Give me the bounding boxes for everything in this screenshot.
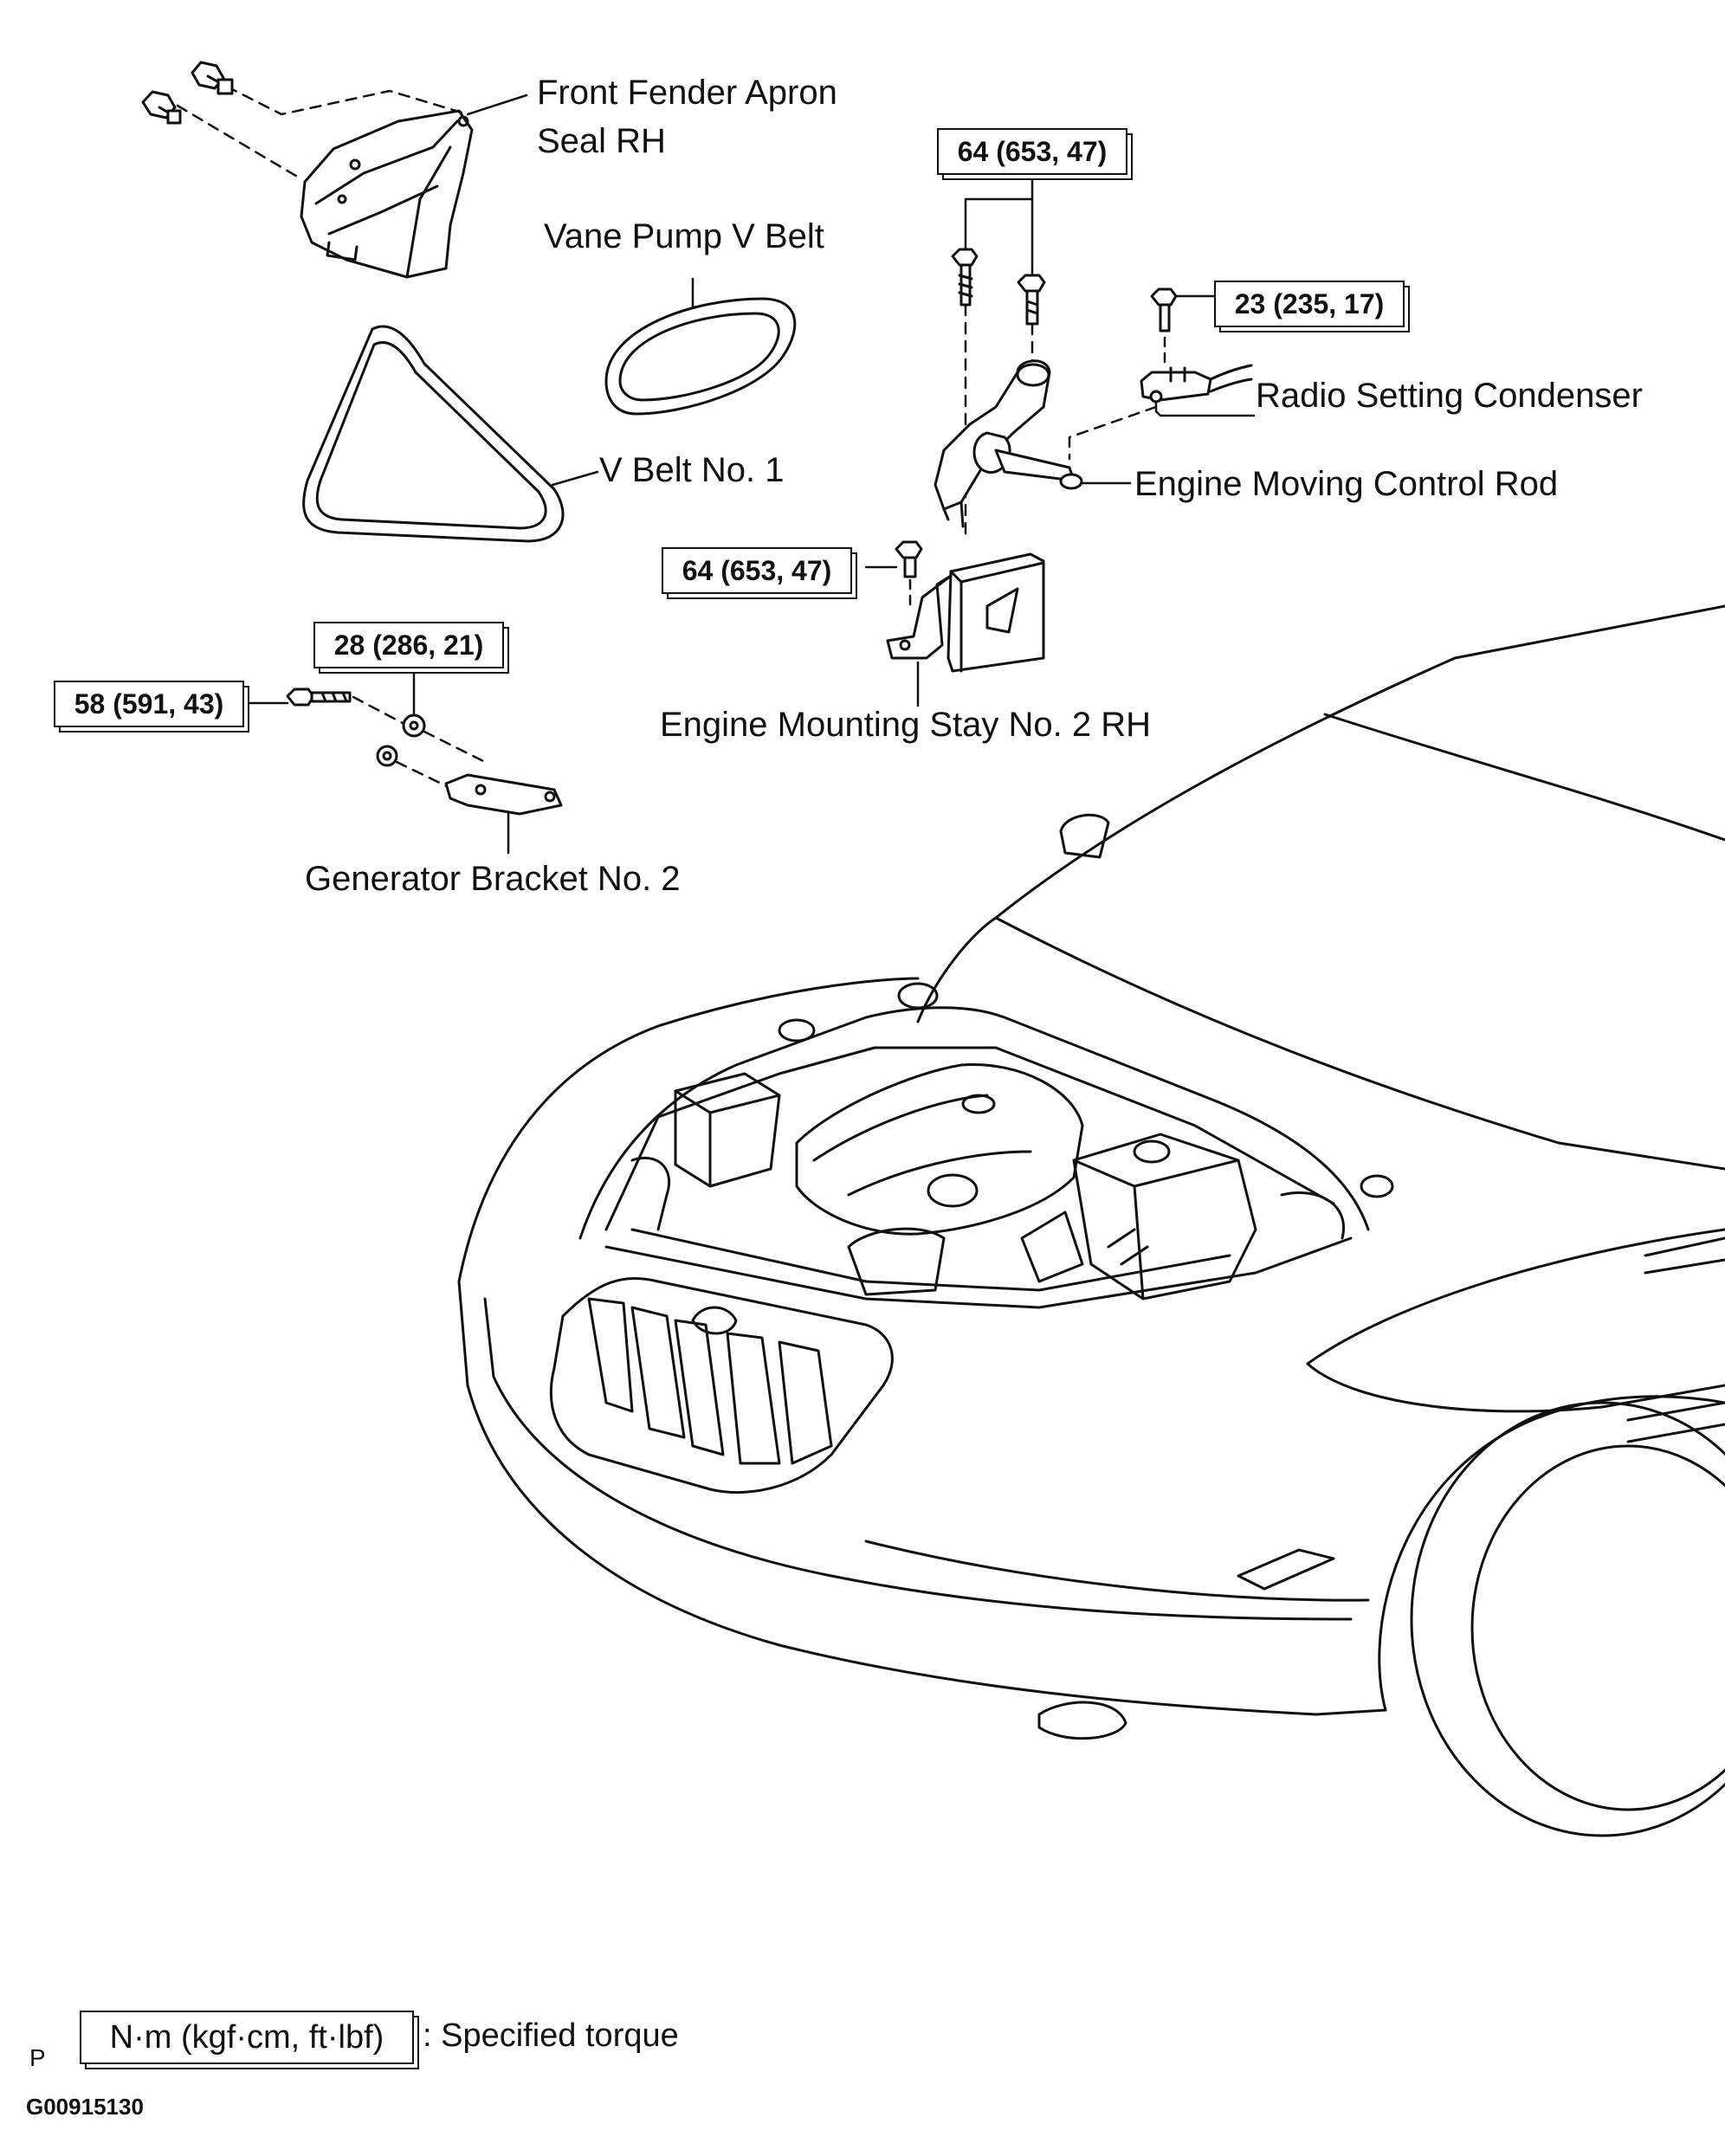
torque-box-condenser: 23 (235, 17) <box>1214 281 1405 327</box>
legend-unit-box: N·m (kgf·cm, ft·lbf) <box>80 2011 414 2064</box>
control-rod-part <box>934 359 1132 528</box>
label-v-belt-no1: V Belt No. 1 <box>599 451 785 489</box>
engine-compartment <box>578 982 1394 1309</box>
label-vane-pump-belt: Vane Pump V Belt <box>544 217 824 255</box>
torque-box-bracket-nut: 28 (286, 21) <box>313 622 504 668</box>
label-fender-apron-line1: Front Fender Apron <box>537 74 837 112</box>
torque-box-mounting-stay: 64 (653, 47) <box>662 547 852 594</box>
figure-id: G00915130 <box>26 2094 144 2120</box>
vane-pump-belt-part <box>604 277 797 416</box>
torque-box-bracket-bolt: 58 (591, 43) <box>54 681 244 727</box>
label-fender-apron-line2: Seal RH <box>537 122 666 160</box>
label-generator-bracket: Generator Bracket No. 2 <box>305 860 681 898</box>
label-control-rod: Engine Moving Control Rod <box>1134 465 1559 503</box>
fender-apron-seal-part <box>176 85 528 279</box>
front-grille <box>549 1276 894 1494</box>
radio-condenser-part <box>1068 287 1256 461</box>
mounting-stay-part <box>864 540 1045 707</box>
generator-bracket-part <box>245 665 563 855</box>
v-belt-no1-part <box>302 325 599 543</box>
label-radio-condenser: Radio Setting Condenser <box>1256 377 1643 415</box>
footer-marker: P <box>29 2044 46 2071</box>
torque-box-control-rod: 64 (653, 47) <box>937 128 1127 175</box>
control-rod-bolts <box>951 163 1046 539</box>
vehicle-body <box>457 604 1725 1837</box>
label-mounting-stay: Engine Mounting Stay No. 2 RH <box>660 706 1151 744</box>
legend-description: : Specified torque <box>423 2017 679 2054</box>
fender-clip-bolts <box>141 61 234 125</box>
